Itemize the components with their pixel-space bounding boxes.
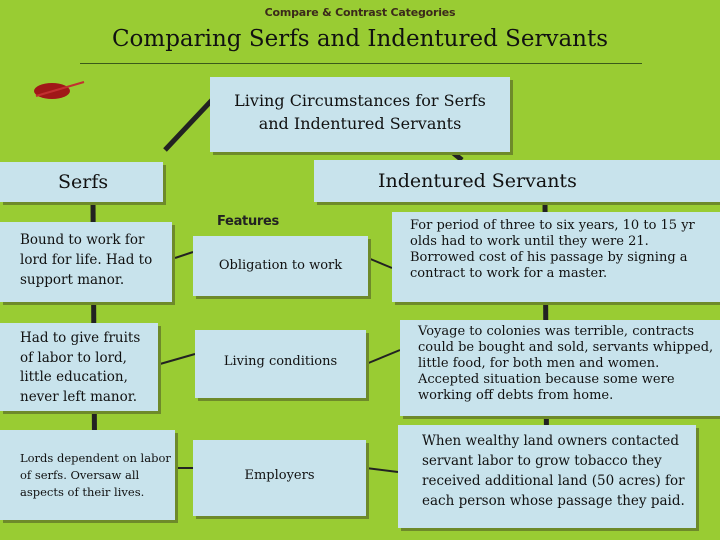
indentured-row-1: For period of three to six years, 10 to … bbox=[392, 212, 720, 302]
indentured-row-2: Voyage to colonies was terrible, contrac… bbox=[400, 320, 720, 416]
serfs-row-1: Bound to work for lord for life. Had to … bbox=[0, 222, 172, 302]
connector-feature-right-1 bbox=[367, 257, 393, 269]
feature-box-employers: Employers bbox=[193, 440, 366, 516]
connector-feature-left-2 bbox=[159, 353, 196, 365]
feature-employers-text: Employers bbox=[244, 468, 315, 483]
serfs-row-3: Lords dependent on labor of serfs. Overs… bbox=[0, 430, 175, 520]
indentured-row-3: When wealthy land owners contacted serva… bbox=[398, 425, 696, 528]
indentured-header-box: Indentured Servants bbox=[314, 160, 720, 202]
feature-living-text: Living conditions bbox=[223, 354, 338, 369]
center-topic-text: Living Circumstances for Serfs and Inden… bbox=[234, 91, 486, 133]
serfs-row-2-text: Had to give fruits of labor to lord, lit… bbox=[20, 330, 141, 405]
connector-center-to-serfs bbox=[163, 98, 214, 152]
connector-feature-right-2 bbox=[365, 349, 401, 365]
serfs-header-text: Serfs bbox=[58, 171, 109, 193]
indentured-row-1-text: For period of three to six years, 10 to … bbox=[410, 218, 695, 281]
connector-feature-right-3 bbox=[365, 467, 399, 473]
category-label: Compare & Contrast Categories bbox=[264, 6, 456, 19]
page-title: Comparing Serfs and Indentured Servants bbox=[111, 26, 609, 52]
feather-quill-icon bbox=[34, 81, 85, 99]
title-divider bbox=[80, 63, 642, 64]
indentured-row-2-text: Voyage to colonies was terrible, contrac… bbox=[418, 324, 714, 403]
serfs-row-1-text: Bound to work for lord for life. Had to … bbox=[20, 232, 153, 288]
serfs-row-3-text: Lords dependent on labor of serfs. Overs… bbox=[20, 451, 171, 499]
feature-obligation-text: Obligation to work bbox=[218, 258, 343, 273]
serfs-row-2: Had to give fruits of labor to lord, lit… bbox=[0, 323, 158, 411]
features-label: Features bbox=[217, 214, 279, 229]
connector-center-to-indentured bbox=[450, 150, 464, 162]
center-topic-box: Living Circumstances for Serfs and Inden… bbox=[210, 77, 510, 152]
indentured-row-3-text: When wealthy land owners contacted serva… bbox=[422, 433, 685, 509]
serfs-header-box: Serfs bbox=[0, 162, 163, 202]
connector-feature-left-1 bbox=[174, 251, 194, 259]
indentured-header-text: Indentured Servants bbox=[378, 170, 577, 192]
feature-box-obligation: Obligation to work bbox=[193, 236, 368, 296]
feature-box-living: Living conditions bbox=[195, 330, 366, 398]
